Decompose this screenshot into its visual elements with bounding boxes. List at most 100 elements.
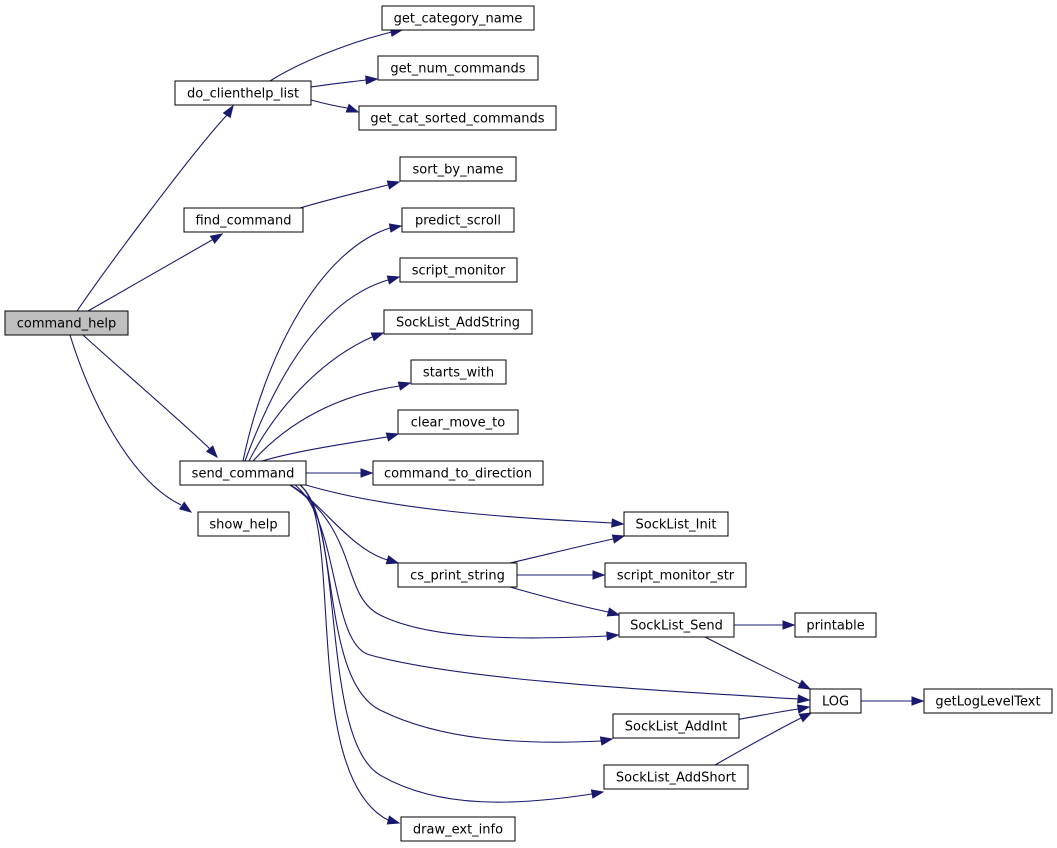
- node-label: SockList_AddString: [396, 316, 520, 331]
- arrowhead-icon: [386, 275, 401, 285]
- edge-line: [734, 708, 799, 721]
- edge-LOG-to-getLogLevelText: [861, 696, 925, 706]
- edge-command_help-to-find_command: [87, 233, 224, 312]
- node-do_clienthelp_list[interactable]: do_clienthelp_list: [174, 80, 312, 106]
- edge-command_help-to-do_clienthelp_list: [76, 104, 234, 312]
- arrowhead-icon: [222, 104, 234, 119]
- edge-line: [69, 334, 182, 506]
- node-box[interactable]: [197, 511, 290, 537]
- edge-send_command-to-SockList_AddString: [248, 332, 385, 462]
- node-sort_by_name[interactable]: sort_by_name: [399, 156, 517, 182]
- node-getLogLevelText[interactable]: getLogLevelText: [923, 688, 1053, 714]
- node-box[interactable]: [401, 207, 515, 233]
- edge-line: [714, 717, 802, 766]
- node-box[interactable]: [397, 562, 518, 588]
- edge-line: [299, 484, 593, 803]
- node-LOG[interactable]: LOG: [809, 688, 862, 714]
- arrowhead-icon: [611, 518, 625, 528]
- node-command_help[interactable]: command_help: [4, 310, 129, 336]
- node-SockList_AddShort[interactable]: SockList_AddShort: [603, 764, 749, 790]
- edge-cs_print_string-to-script_monitor_str: [517, 570, 606, 580]
- node-box[interactable]: [612, 713, 740, 739]
- node-box[interactable]: [4, 310, 129, 336]
- node-box[interactable]: [399, 156, 517, 182]
- node-box[interactable]: [923, 688, 1053, 714]
- node-box[interactable]: [794, 612, 877, 638]
- edge-line: [248, 336, 373, 462]
- arrowhead-icon: [590, 789, 605, 799]
- node-SockList_AddInt[interactable]: SockList_AddInt: [612, 713, 740, 739]
- node-box[interactable]: [377, 55, 539, 81]
- node-box[interactable]: [372, 460, 544, 486]
- edge-send_command-to-script_monitor: [244, 275, 401, 462]
- arrowhead-icon: [178, 501, 193, 513]
- edge-line: [310, 99, 348, 109]
- edge-send_command-to-SockList_Send: [289, 484, 620, 641]
- node-box[interactable]: [604, 562, 747, 588]
- node-box[interactable]: [383, 309, 533, 335]
- node-SockList_Send[interactable]: SockList_Send: [618, 612, 735, 638]
- edge-line: [509, 586, 609, 613]
- arrowhead-icon: [345, 103, 360, 113]
- edge-do_clienthelp_list-to-get_cat_sorted_commands: [310, 99, 360, 113]
- node-get_category_name[interactable]: get_category_name: [381, 5, 535, 31]
- node-draw_ext_info[interactable]: draw_ext_info: [400, 816, 516, 842]
- edges-layer: [69, 27, 925, 825]
- arrowhead-icon: [370, 332, 385, 342]
- node-box[interactable]: [399, 257, 518, 283]
- node-script_monitor[interactable]: script_monitor: [399, 257, 518, 283]
- node-starts_with[interactable]: starts_with: [410, 359, 507, 385]
- node-printable[interactable]: printable: [794, 612, 877, 638]
- node-label: draw_ext_info: [413, 823, 503, 838]
- node-show_help[interactable]: show_help: [197, 511, 290, 537]
- node-box[interactable]: [809, 688, 862, 714]
- edge-line: [509, 538, 614, 564]
- node-label: getLogLevelText: [935, 695, 1040, 710]
- arrowhead-icon: [606, 607, 621, 617]
- node-get_num_commands[interactable]: get_num_commands: [377, 55, 539, 81]
- node-box[interactable]: [358, 105, 557, 131]
- node-script_monitor_str[interactable]: script_monitor_str: [604, 562, 747, 588]
- edge-line: [305, 484, 613, 524]
- node-box[interactable]: [400, 816, 516, 842]
- node-label: SockList_Send: [630, 619, 723, 634]
- edge-send_command-to-SockList_AddShort: [299, 484, 605, 803]
- node-label: SockList_AddShort: [616, 771, 736, 786]
- node-box[interactable]: [179, 460, 307, 486]
- node-box[interactable]: [381, 5, 535, 31]
- node-box[interactable]: [183, 207, 304, 233]
- node-send_command[interactable]: send_command: [179, 460, 307, 486]
- node-SockList_Init[interactable]: SockList_Init: [623, 511, 729, 537]
- edge-SockList_AddShort-to-LOG: [714, 712, 813, 766]
- node-cs_print_string[interactable]: cs_print_string: [397, 562, 518, 588]
- node-label: predict_scroll: [415, 214, 501, 229]
- node-SockList_AddString[interactable]: SockList_AddString: [383, 309, 533, 335]
- node-box[interactable]: [618, 612, 735, 638]
- node-predict_scroll[interactable]: predict_scroll: [401, 207, 515, 233]
- node-label: starts_with: [423, 366, 494, 381]
- node-box[interactable]: [623, 511, 729, 537]
- node-box[interactable]: [410, 359, 507, 385]
- node-label: show_help: [209, 518, 277, 533]
- node-box[interactable]: [397, 409, 519, 435]
- nodes-layer: command_help do_clienthelp_list find_comma…: [4, 5, 1053, 842]
- edge-send_command-to-SockList_Init: [305, 484, 625, 528]
- arrowhead-icon: [797, 679, 812, 690]
- arrowhead-icon: [365, 75, 379, 85]
- edge-line: [294, 484, 799, 700]
- node-get_cat_sorted_commands[interactable]: get_cat_sorted_commands: [358, 105, 557, 131]
- node-box[interactable]: [603, 764, 749, 790]
- node-label: clear_move_to: [411, 416, 505, 431]
- edge-SockList_Send-to-LOG: [704, 636, 812, 690]
- node-box[interactable]: [174, 80, 312, 106]
- edge-line: [87, 239, 213, 312]
- node-label: get_cat_sorted_commands: [370, 112, 544, 127]
- node-clear_move_to[interactable]: clear_move_to: [397, 409, 519, 435]
- node-command_to_direction[interactable]: command_to_direction: [372, 460, 544, 486]
- edge-send_command-to-cs_print_string: [289, 484, 400, 565]
- arrowhead-icon: [209, 233, 224, 244]
- edge-find_command-to-sort_by_name: [299, 180, 401, 209]
- node-find_command[interactable]: find_command: [183, 207, 304, 233]
- arrowhead-icon: [205, 445, 218, 459]
